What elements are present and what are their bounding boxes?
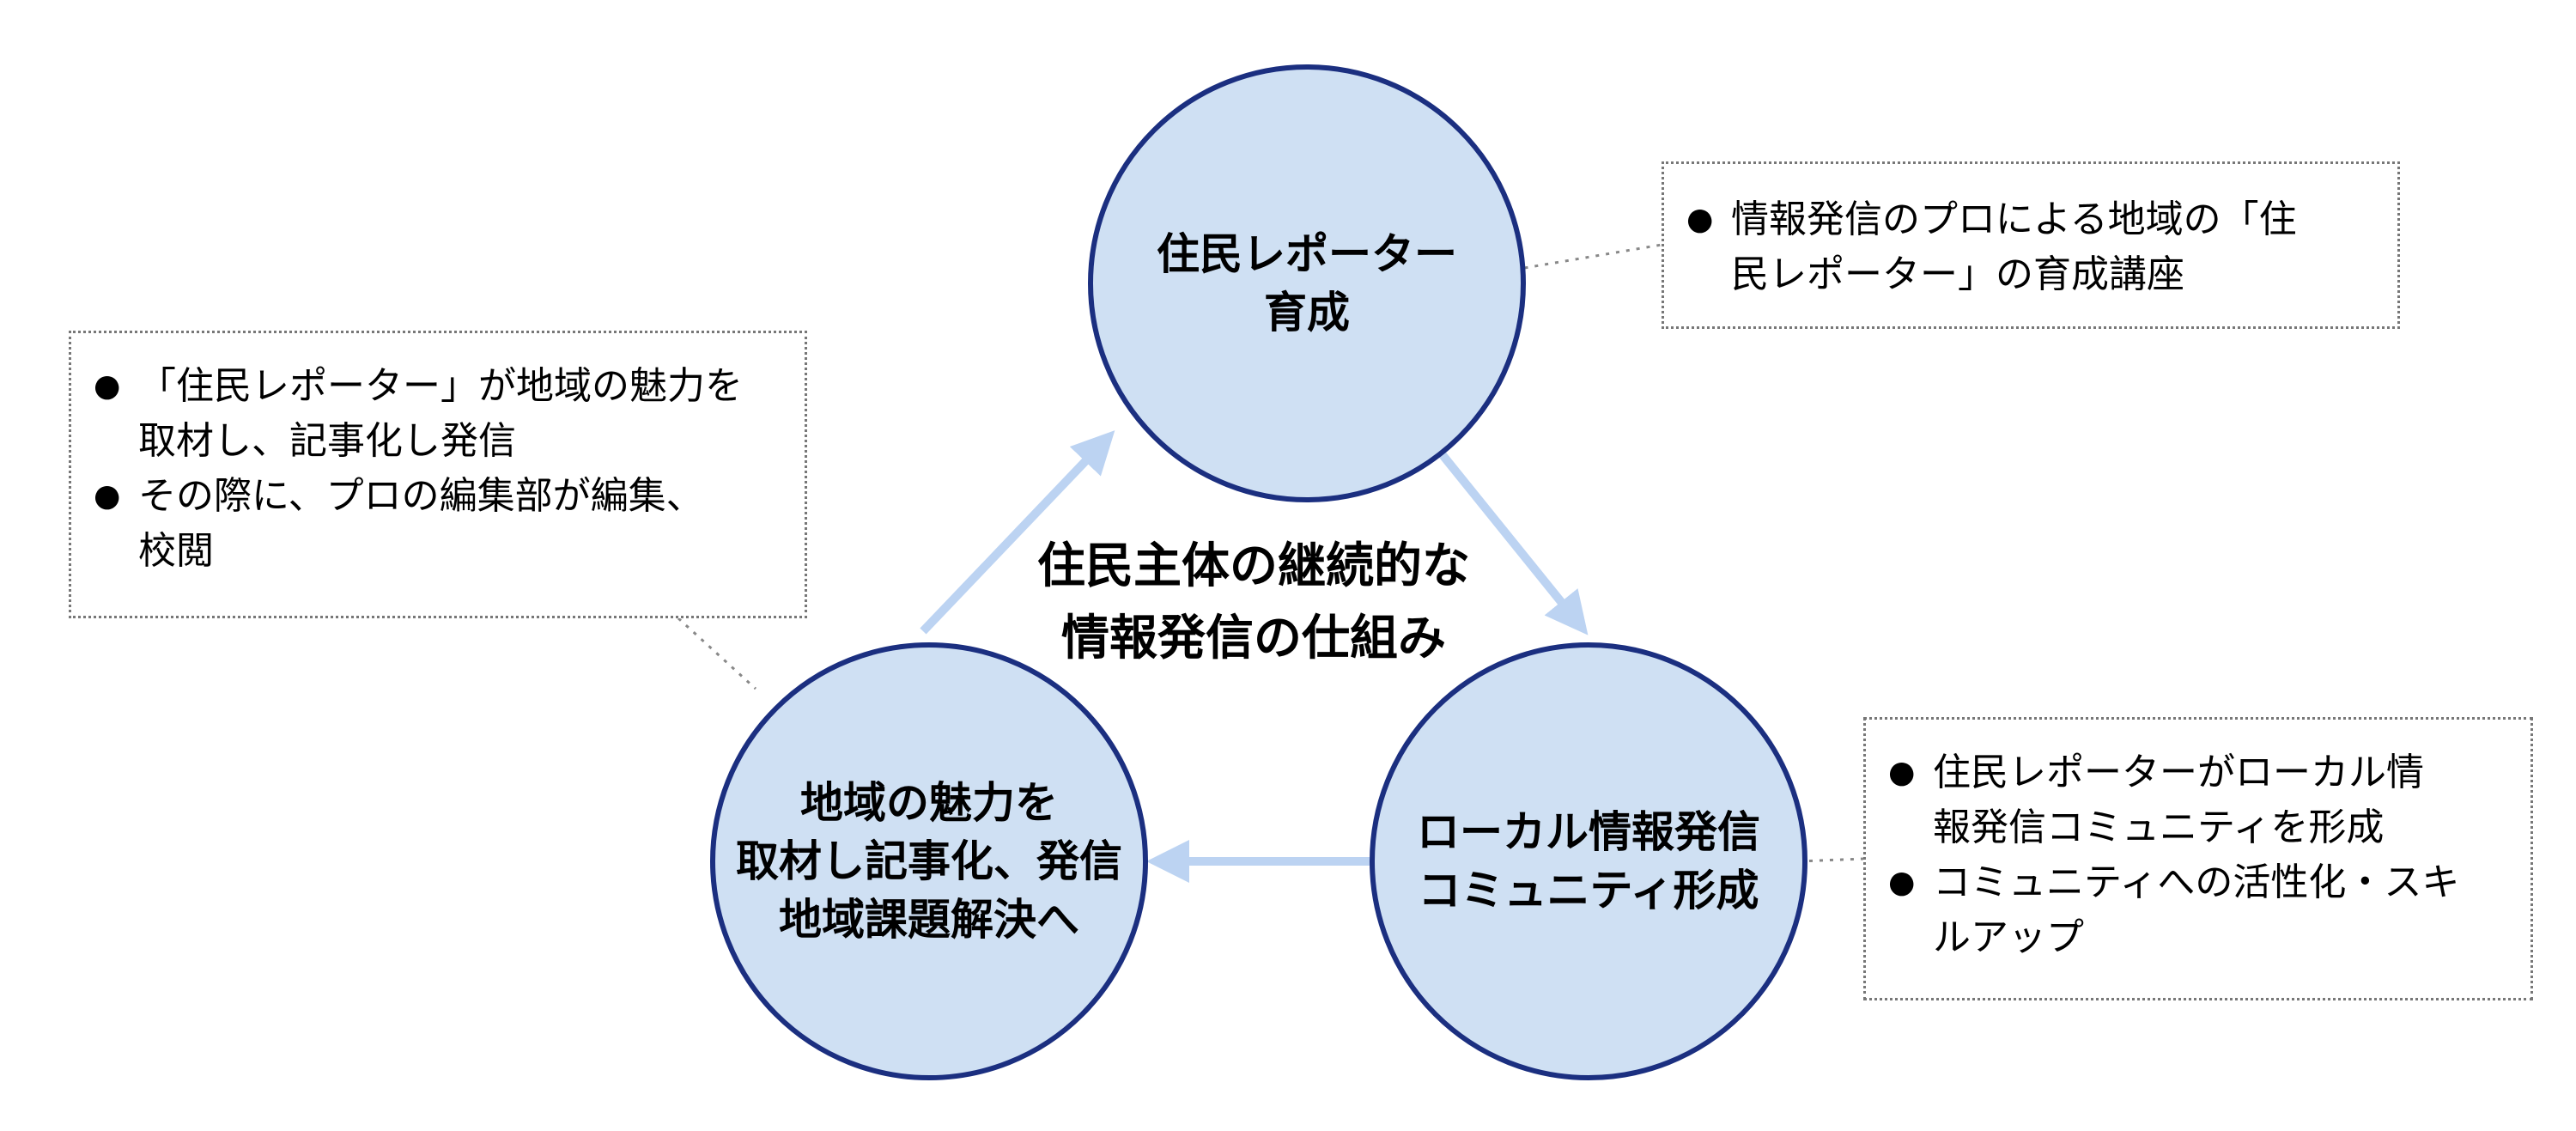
- leader-line-top-right: [1493, 243, 1662, 275]
- center-title-line2: 情報発信の仕組み: [1061, 611, 1446, 666]
- circle-top-label: 住民レポーター 育成: [1092, 198, 1522, 369]
- circle-top: [1088, 64, 1526, 502]
- note-box-left: ● 「住民レポーター」が地域の魅力を 取材し、記事化し発信 ● その際に、プロの…: [69, 331, 807, 618]
- circle-left: [710, 642, 1148, 1080]
- circle-right: [1370, 642, 1807, 1080]
- bullet-icon: ●: [1888, 865, 1916, 900]
- note-line: コミュニティへの活性化・スキ: [1933, 860, 2460, 904]
- circle-left-line3: 地域課題解決へ: [779, 895, 1079, 945]
- arrow-top-to-right: [1422, 430, 1589, 635]
- note-item: ● コミュニティへの活性化・スキ ルアップ: [1883, 855, 2513, 965]
- arrow-left-to-top: [920, 430, 1115, 635]
- note-line: 報発信コミュニティを形成: [1933, 806, 2385, 849]
- note-line: 情報発信のプロによる地域の「住: [1731, 198, 2297, 241]
- note-line: ルアップ: [1933, 915, 2084, 959]
- bullet-icon: ●: [1888, 755, 1916, 790]
- circle-left-label: 地域の魅力を 取材し記事化、発信 地域課題解決へ: [714, 747, 1144, 976]
- note-box-bottom-right: ● 住民レポーターがローカル情 報発信コミュニティを形成 ● コミュニティへの活…: [1863, 717, 2533, 1000]
- circle-left-line2: 取材し記事化、発信: [736, 836, 1122, 886]
- bullet-icon: ●: [94, 368, 121, 404]
- note-line: 「住民レポーター」が地域の魅力を: [138, 364, 743, 408]
- leader-line-left: [677, 617, 757, 690]
- circle-right-line2: コミュニティ形成: [1418, 866, 1759, 915]
- center-title-line1: 住民主体の継続的な: [1037, 538, 1470, 594]
- bullet-icon: ●: [94, 478, 121, 514]
- note-line: 住民レポーターがローカル情: [1933, 751, 2424, 794]
- circle-right-label: ローカル情報発信 コミュニティ形成: [1374, 775, 1803, 947]
- circle-top-line2: 育成: [1264, 288, 1350, 337]
- note-line: 民レポーター」の育成講座: [1731, 252, 2184, 296]
- note-box-top-right: ● 情報発信のプロによる地域の「住 民レポーター」の育成講座: [1662, 161, 2400, 329]
- note-item: ● 住民レポーターがローカル情 報発信コミュニティを形成: [1883, 745, 2513, 855]
- note-line: その際に、プロの編集部が編集、: [138, 474, 704, 518]
- note-line: 校閲: [138, 529, 214, 573]
- bullet-icon: ●: [1686, 202, 1714, 237]
- circle-left-line1: 地域の魅力を: [800, 778, 1058, 828]
- note-item: ● 「住民レポーター」が地域の魅力を 取材し、記事化し発信: [88, 359, 787, 469]
- circle-right-line1: ローカル情報発信: [1417, 807, 1760, 857]
- note-line: 取材し、記事化し発信: [138, 419, 516, 463]
- note-item: ● 情報発信のプロによる地域の「住 民レポーター」の育成講座: [1681, 192, 2380, 302]
- leader-line-bottom-right: [1798, 857, 1864, 863]
- note-item: ● その際に、プロの編集部が編集、 校閲: [88, 469, 787, 579]
- circle-top-line1: 住民レポーター: [1157, 229, 1457, 279]
- center-title: 住民主体の継続的な 情報発信の仕組み: [979, 531, 1528, 675]
